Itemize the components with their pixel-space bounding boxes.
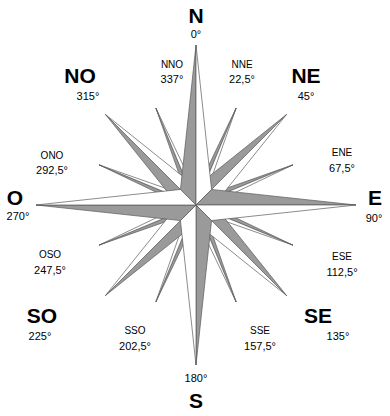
bearing-label: 292,5° bbox=[36, 164, 68, 176]
direction-label: NNO bbox=[161, 59, 183, 70]
bearing-label: 45° bbox=[298, 90, 315, 102]
direction-label: SSE bbox=[250, 325, 270, 336]
direction-label: SSO bbox=[124, 325, 145, 336]
bearing-label: 0° bbox=[191, 28, 202, 40]
bearing-label: 270° bbox=[7, 210, 30, 222]
bearing-label: 225° bbox=[29, 330, 52, 342]
cardinal-point bbox=[196, 205, 356, 221]
direction-label: O bbox=[7, 186, 23, 209]
bearing-label: 337° bbox=[161, 73, 184, 85]
direction-label: SO bbox=[27, 304, 57, 327]
bearing-label: 135° bbox=[327, 330, 350, 342]
direction-label: ONO bbox=[41, 150, 64, 161]
bearing-label: 180° bbox=[185, 372, 208, 384]
direction-label: SE bbox=[304, 304, 332, 327]
direction-label: N bbox=[188, 4, 203, 27]
direction-label: OSO bbox=[39, 249, 61, 260]
bearing-label: 112,5° bbox=[326, 266, 357, 278]
cardinal-point bbox=[36, 205, 196, 221]
direction-label: ESE bbox=[332, 251, 352, 262]
direction-label: NE bbox=[291, 64, 320, 87]
bearing-label: 202,5° bbox=[119, 340, 151, 352]
cardinal-point bbox=[196, 189, 356, 205]
direction-label: E bbox=[368, 186, 382, 209]
bearing-label: 247,5° bbox=[34, 264, 66, 276]
bearing-label: 315° bbox=[77, 90, 100, 102]
cardinal-point bbox=[196, 45, 212, 205]
bearing-label: 22,5° bbox=[229, 73, 255, 85]
bearing-label: 90° bbox=[366, 212, 383, 224]
cardinal-point bbox=[36, 189, 196, 205]
bearing-label: 67,5° bbox=[329, 162, 355, 174]
direction-label: ENE bbox=[332, 147, 353, 158]
cardinal-point bbox=[196, 205, 212, 365]
cardinal-point bbox=[180, 205, 196, 365]
direction-label: NO bbox=[64, 64, 96, 87]
bearing-label: 157,5° bbox=[244, 340, 276, 352]
direction-label: NNE bbox=[231, 59, 252, 70]
direction-label: S bbox=[189, 389, 203, 412]
